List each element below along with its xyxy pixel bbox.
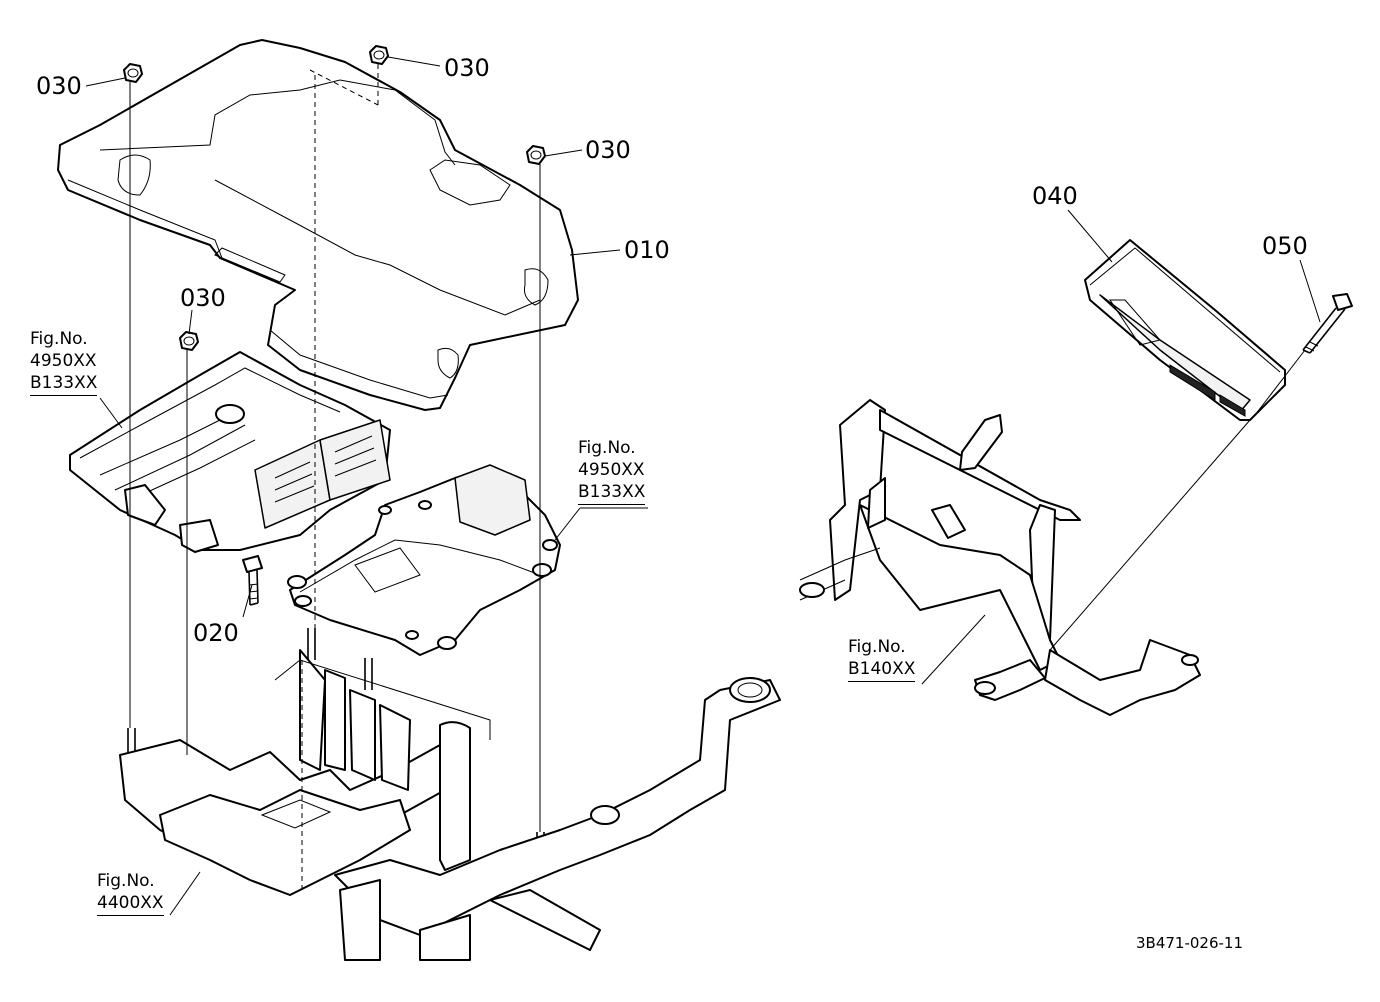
- controller-unit[interactable]: [69, 351, 391, 553]
- figure-ref-left-line3: B133XX: [30, 372, 98, 396]
- main-frame[interactable]: [119, 649, 781, 961]
- nut-030-right[interactable]: [526, 145, 546, 165]
- screw-050[interactable]: [1302, 293, 1353, 354]
- module-040[interactable]: [1084, 239, 1286, 421]
- cover-part-010[interactable]: [57, 39, 579, 411]
- leader-lines: [85, 56, 1321, 916]
- figure-ref-bracket-line1: Fig.No.: [848, 637, 906, 657]
- figure-ref-frame[interactable]: Fig.No. 4400XX: [97, 870, 164, 916]
- callout-030-top-center[interactable]: 030: [444, 54, 490, 82]
- figure-ref-center-line3: B133XX: [578, 481, 646, 505]
- callout-030-lower[interactable]: 030: [180, 284, 226, 312]
- figure-ref-bracket[interactable]: Fig.No. B140XX: [848, 636, 916, 682]
- bolt-020[interactable]: [242, 555, 263, 606]
- callout-030-top-left[interactable]: 030: [36, 72, 82, 100]
- callout-030-right[interactable]: 030: [585, 136, 631, 164]
- figure-ref-center[interactable]: Fig.No. 4950XX B133XX: [578, 437, 646, 505]
- assembly-lines: [129, 64, 1306, 890]
- callout-010-cover[interactable]: 010: [624, 236, 670, 264]
- nut-030-lower[interactable]: [179, 331, 199, 351]
- figure-ref-bracket-line2: B140XX: [848, 658, 916, 682]
- nut-030-top-left[interactable]: [123, 63, 143, 83]
- figure-ref-frame-line2: 4400XX: [97, 892, 164, 916]
- figure-ref-left-line1: Fig.No.: [30, 329, 88, 349]
- figure-ref-frame-line1: Fig.No.: [97, 871, 155, 891]
- figure-ref-center-line2: 4950XX: [578, 460, 645, 480]
- figure-ref-left[interactable]: Fig.No. 4950XX B133XX: [30, 328, 98, 396]
- callout-020-bolt[interactable]: 020: [193, 619, 239, 647]
- figure-ref-left-line2: 4950XX: [30, 351, 97, 371]
- nut-030-top-center[interactable]: [369, 45, 389, 65]
- drawing-code: 3B471-026-11: [1136, 934, 1244, 952]
- figure-ref-center-line1: Fig.No.: [578, 438, 636, 458]
- callout-050-screw[interactable]: 050: [1262, 232, 1308, 260]
- right-bracket[interactable]: [799, 399, 1201, 716]
- mounting-plate[interactable]: [287, 464, 561, 656]
- callout-040-module[interactable]: 040: [1032, 182, 1078, 210]
